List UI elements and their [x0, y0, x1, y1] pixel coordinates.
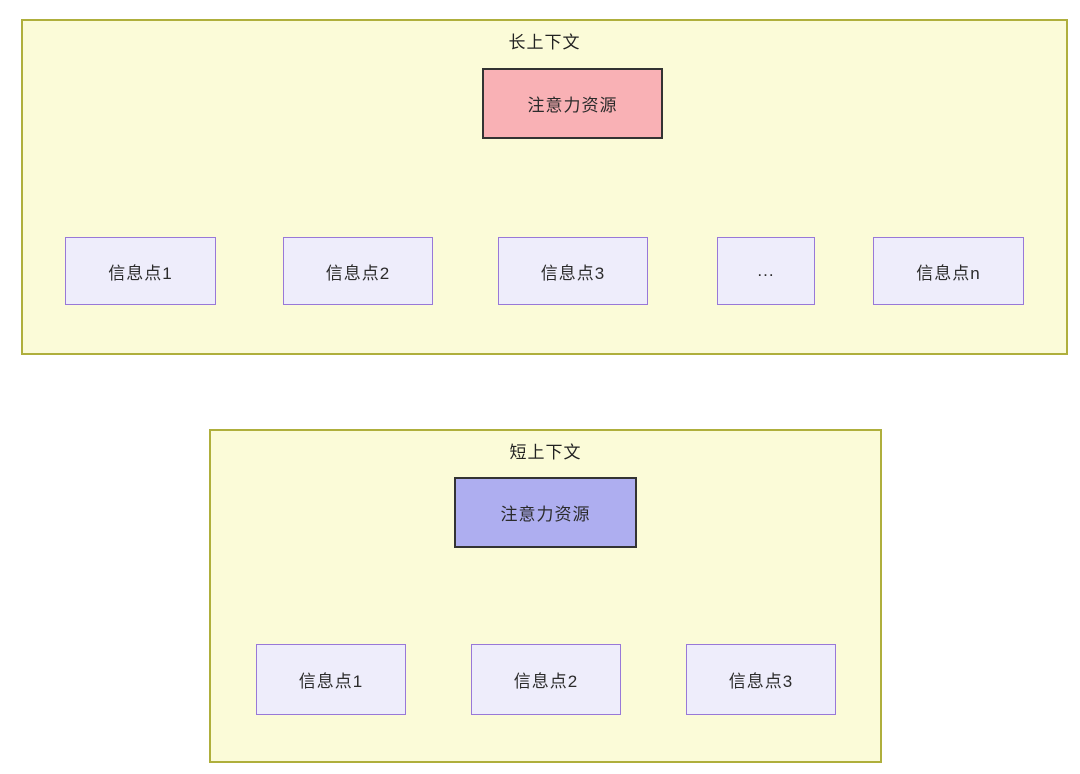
long-node-2-label: 信息点2: [325, 263, 391, 283]
long-context-title: 长上下文: [508, 33, 581, 52]
short-node-1: 信息点1: [256, 644, 406, 715]
short-node-2-label: 信息点2: [513, 672, 579, 691]
short-node-2: 信息点2: [471, 644, 621, 715]
short-node-3: 信息点3: [686, 644, 836, 715]
long-node-1: 信息点1: [65, 237, 216, 305]
short-node-3-label: 信息点3: [728, 672, 794, 691]
long-node-ellipsis-label: ...: [757, 261, 775, 280]
long-node-1-label: 信息点1: [108, 263, 173, 283]
long-attention-label: 注意力资源: [527, 96, 618, 115]
short-context-title: 短上下文: [509, 443, 582, 462]
long-node-2: 信息点2: [283, 237, 433, 305]
long-attention-box: 注意力资源: [482, 68, 663, 139]
short-attention-box: 注意力资源: [454, 477, 637, 548]
long-node-3-label: 信息点3: [540, 263, 606, 283]
long-node-n: 信息点n: [873, 237, 1024, 305]
long-node-3: 信息点3: [498, 237, 648, 305]
long-node-n-label: 信息点n: [916, 263, 981, 283]
short-attention-label: 注意力资源: [500, 505, 591, 524]
long-node-ellipsis: ...: [717, 237, 815, 305]
short-node-1-label: 信息点1: [298, 672, 364, 691]
